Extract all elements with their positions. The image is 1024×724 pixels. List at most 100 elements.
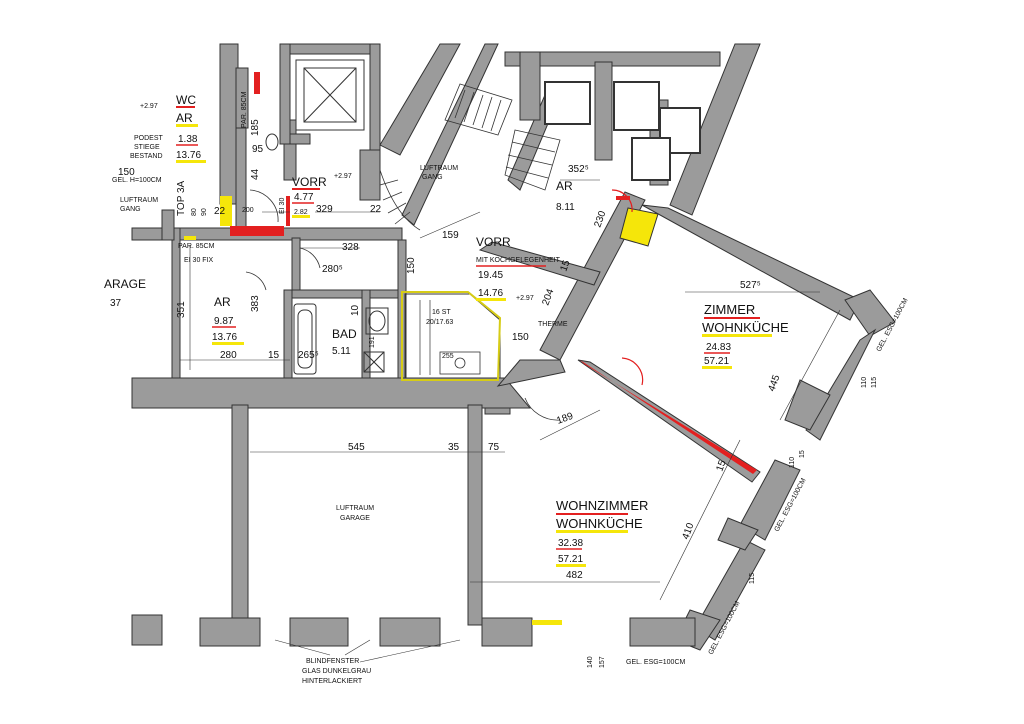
- podest-label: +2.97 PODEST STIEGE BESTAND GEL. H=100CM…: [112, 103, 164, 184]
- svg-text:280⁵: 280⁵: [322, 264, 343, 275]
- sink: [363, 307, 389, 373]
- svg-text:15: 15: [714, 458, 728, 473]
- room-ar-left: AR 9.87 13.76 PAR. 85CM EI 30 FIX: [178, 243, 244, 345]
- shaft-windows: [544, 81, 701, 181]
- svg-text:GARAGE: GARAGE: [340, 515, 370, 522]
- svg-text:115: 115: [749, 573, 756, 584]
- svg-text:AR: AR: [214, 295, 231, 309]
- svg-text:EI 30 FIX: EI 30 FIX: [184, 257, 214, 264]
- svg-text:PODEST: PODEST: [134, 135, 164, 142]
- stair-spiral: [379, 169, 421, 231]
- bathtub: [293, 303, 317, 375]
- svg-text:115: 115: [871, 377, 878, 388]
- svg-text:57.21: 57.21: [558, 554, 583, 565]
- room-sub: AR: [176, 111, 193, 125]
- red-walls: [230, 72, 757, 474]
- svg-text:90: 90: [201, 208, 208, 216]
- svg-text:WOHNKÜCHE: WOHNKÜCHE: [556, 516, 643, 531]
- svg-text:329: 329: [316, 204, 333, 215]
- svg-text:191: 191: [369, 336, 376, 348]
- svg-text:280: 280: [220, 350, 237, 361]
- svg-text:4.77: 4.77: [294, 192, 314, 203]
- svg-text:110: 110: [861, 377, 868, 388]
- svg-text:THERME: THERME: [538, 321, 568, 328]
- svg-text:545: 545: [348, 442, 365, 453]
- svg-text:+2.97: +2.97: [334, 173, 352, 180]
- room-wc: WC AR 1.38 13.76: [176, 93, 206, 163]
- svg-text:GEL. ESG=100CM: GEL. ESG=100CM: [626, 659, 686, 666]
- svg-text:150: 150: [406, 257, 417, 274]
- svg-text:410: 410: [680, 521, 696, 541]
- svg-text:527⁵: 527⁵: [740, 280, 761, 291]
- svg-text:5.11: 5.11: [332, 346, 351, 357]
- svg-text:15: 15: [799, 450, 806, 458]
- room-area: 1.38: [178, 134, 198, 145]
- room-zimmer: ZIMMER WOHNKÜCHE 24.83 57.21: [702, 302, 789, 369]
- svg-text:140: 140: [587, 656, 594, 668]
- elevator: [295, 59, 365, 131]
- svg-text:159: 159: [442, 230, 459, 241]
- svg-text:LUFTRAUM: LUFTRAUM: [120, 197, 158, 204]
- svg-text:9.87: 9.87: [214, 316, 234, 327]
- svg-text:GLAS DUNKELGRAU: GLAS DUNKELGRAU: [302, 668, 371, 675]
- svg-text:24.83: 24.83: [706, 342, 731, 353]
- blindfenster-note: BLINDFENSTER GLAS DUNKELGRAU HINTERLACKI…: [274, 639, 461, 685]
- svg-text:95: 95: [252, 144, 264, 155]
- svg-text:80: 80: [191, 208, 198, 216]
- kitchen-stair-box: [401, 291, 502, 381]
- svg-text:383: 383: [250, 295, 261, 312]
- svg-text:BAD: BAD: [332, 327, 357, 341]
- svg-text:14.76: 14.76: [478, 288, 503, 299]
- svg-text:328: 328: [342, 242, 359, 253]
- svg-text:2.82: 2.82: [294, 209, 308, 216]
- luftraum-gang-left: LUFTRAUM GANG: [120, 197, 158, 213]
- svg-text:75: 75: [488, 442, 500, 453]
- door-swings: [245, 189, 644, 421]
- svg-text:BESTAND: BESTAND: [130, 153, 163, 160]
- room-wohnzimmer: WOHNZIMMER WOHNKÜCHE 32.38 57.21: [556, 498, 648, 567]
- svg-text:22: 22: [370, 204, 382, 215]
- svg-text:TOP 3A: TOP 3A: [176, 180, 187, 216]
- svg-text:265⁵: 265⁵: [298, 350, 319, 361]
- svg-text:PAR. 85CM: PAR. 85CM: [241, 91, 248, 128]
- svg-text:WOHNKÜCHE: WOHNKÜCHE: [702, 320, 789, 335]
- room-sum: 13.76: [176, 150, 201, 161]
- svg-text:110: 110: [789, 457, 796, 468]
- svg-text:20/17.63: 20/17.63: [426, 319, 453, 326]
- svg-text:STIEGE: STIEGE: [134, 144, 160, 151]
- svg-text:10: 10: [350, 304, 361, 316]
- luftraum-garage: LUFTRAUM GARAGE: [336, 505, 374, 522]
- svg-text:32.38: 32.38: [558, 538, 583, 549]
- svg-text:352⁵: 352⁵: [568, 164, 589, 175]
- svg-text:LUFTRAUM: LUFTRAUM: [420, 165, 458, 172]
- walls: [131, 43, 896, 651]
- svg-text:HINTERLACKIERT: HINTERLACKIERT: [302, 678, 363, 685]
- svg-text:VORR: VORR: [292, 175, 327, 189]
- yellow-markings: [184, 196, 659, 625]
- room-vorr-small: VORR 4.77 2.82 +2.97: [292, 173, 352, 218]
- svg-text:351: 351: [176, 301, 187, 318]
- svg-text:GANG: GANG: [120, 206, 141, 213]
- svg-text:189: 189: [555, 411, 575, 427]
- svg-text:150: 150: [118, 167, 135, 178]
- top3a-label: TOP 3A: [176, 180, 187, 216]
- svg-text:BLINDFENSTER: BLINDFENSTER: [306, 658, 359, 665]
- svg-text:445: 445: [766, 373, 782, 393]
- svg-text:GANG: GANG: [422, 174, 443, 181]
- svg-text:ARAGE: ARAGE: [104, 277, 146, 291]
- svg-text:GEL. H=100CM: GEL. H=100CM: [112, 177, 162, 184]
- wc-toilet: [265, 133, 279, 151]
- dimension-texts: 200 22 80 90 95 185 44 329 22 328 280⁵ 1…: [176, 119, 783, 581]
- svg-text:+2.97: +2.97: [516, 295, 534, 302]
- svg-text:EI 30: EI 30: [279, 198, 286, 214]
- svg-text:44: 44: [250, 168, 261, 180]
- room-bad: BAD 5.11: [332, 327, 357, 357]
- room-name: WC: [176, 93, 196, 107]
- svg-text:204: 204: [540, 287, 556, 307]
- svg-text:16 ST: 16 ST: [432, 309, 451, 316]
- svg-text:ZIMMER: ZIMMER: [704, 302, 755, 317]
- luftraum-gang-mid: LUFTRAUM GANG: [420, 165, 458, 181]
- svg-text:200: 200: [242, 207, 254, 214]
- svg-text:482: 482: [566, 570, 583, 581]
